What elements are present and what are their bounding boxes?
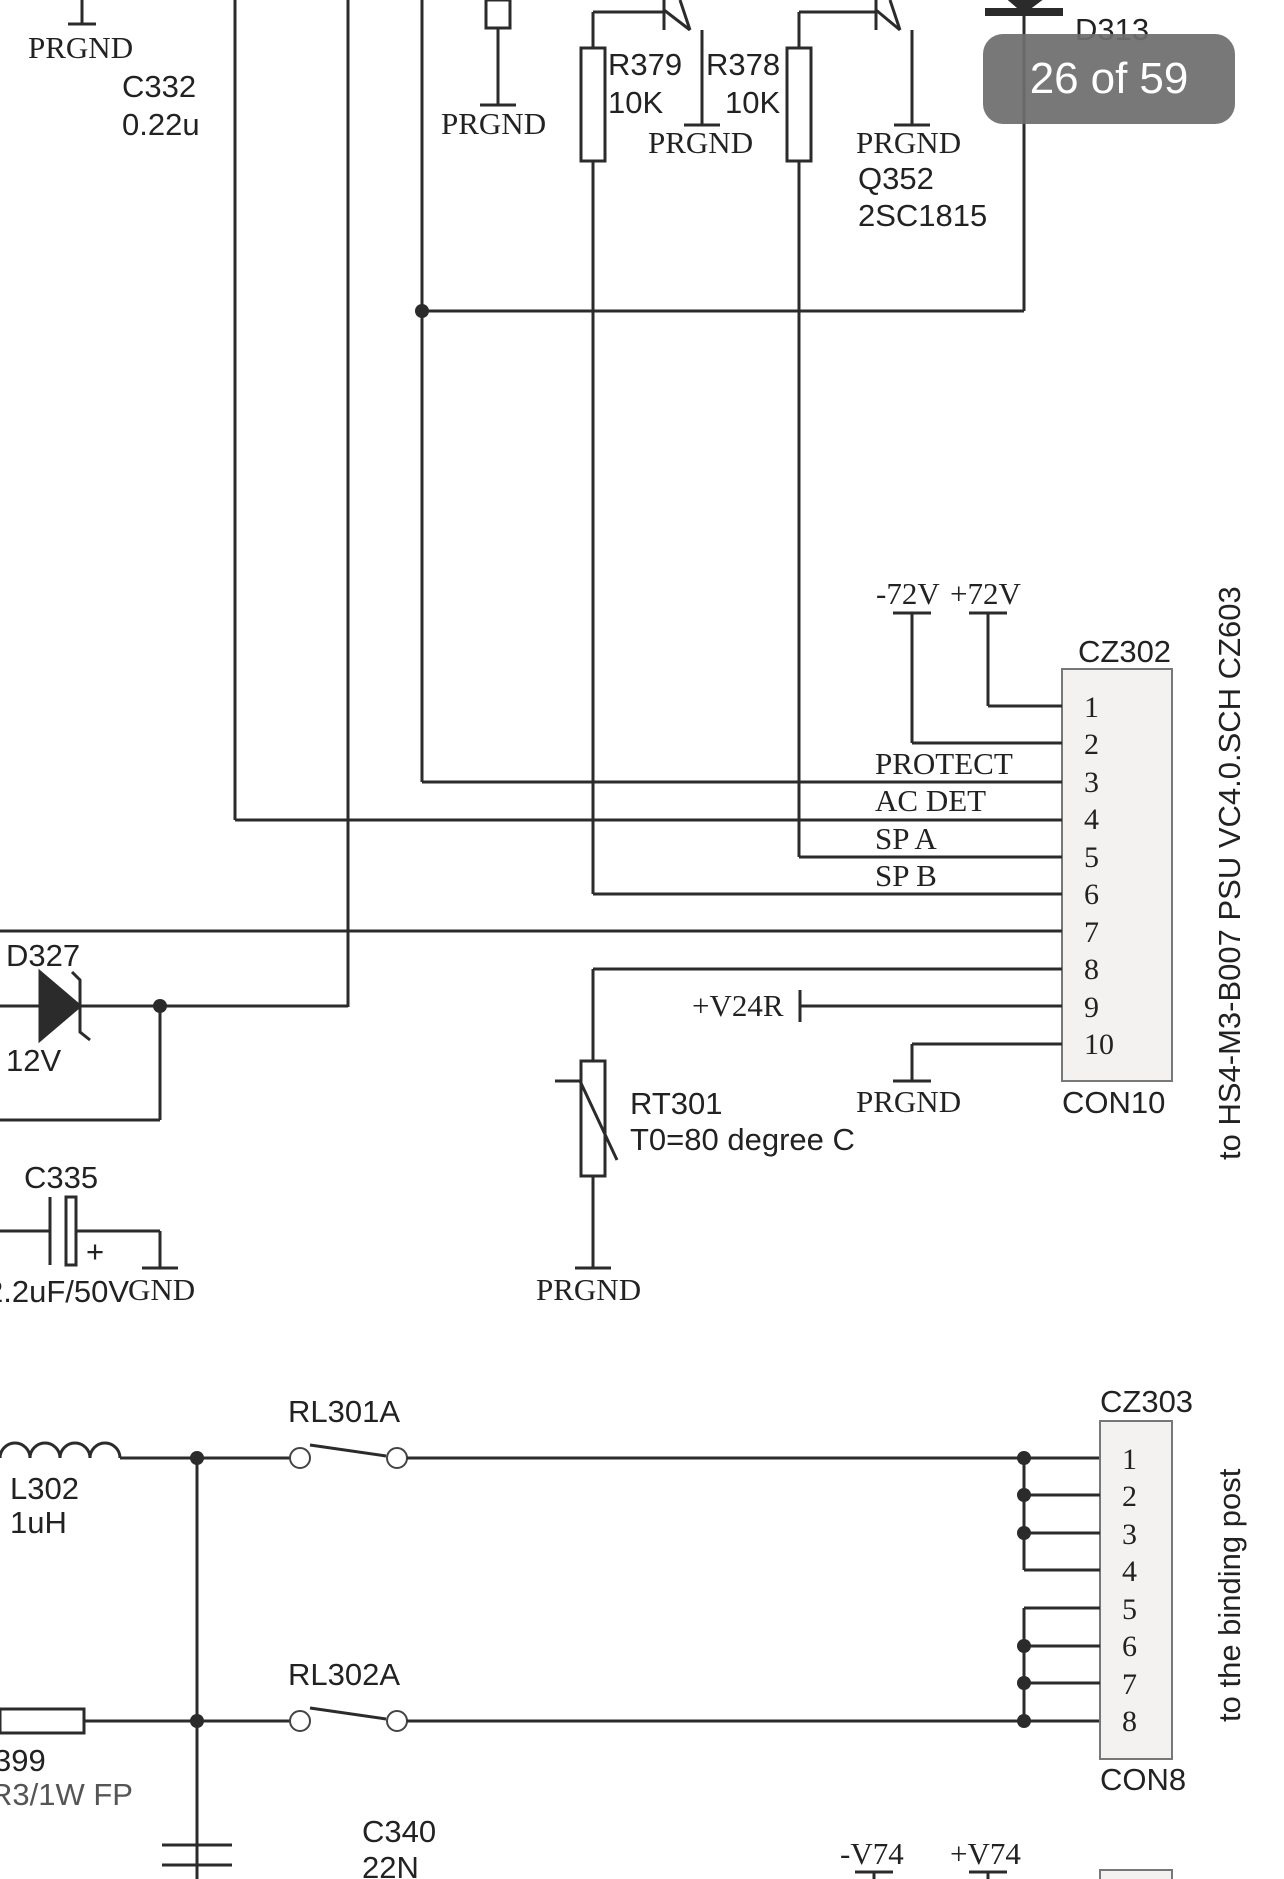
cz302-pin: 5: [1084, 841, 1099, 874]
r379-ref: R379: [608, 47, 682, 82]
connector-bottom: [1099, 1869, 1173, 1879]
page-indicator-badge: 26 of 59: [983, 34, 1235, 124]
rt301-ref: RT301: [630, 1086, 723, 1121]
cz303-pin: 3: [1122, 1518, 1137, 1551]
cz303-pin: 2: [1122, 1480, 1137, 1513]
junction-dot: [1017, 1714, 1031, 1728]
signal-ac-det: AC DET: [875, 783, 986, 818]
cz302-pin: 3: [1084, 766, 1099, 799]
cz302-pin: 8: [1084, 953, 1099, 986]
relay-contact: [386, 1447, 408, 1469]
q352-ref: Q352: [858, 161, 934, 196]
r378-ref: R378: [706, 47, 780, 82]
cz302-pin: 9: [1084, 991, 1099, 1024]
cz303-pin: 8: [1122, 1705, 1137, 1738]
transistor-q352-collector: [875, 8, 901, 32]
signal-sp-a: SP A: [875, 821, 937, 856]
cz302-type: CON10: [1062, 1085, 1165, 1120]
r399-value: R3/1W FP: [0, 1777, 133, 1812]
transistor-q352-emitter: [888, 0, 902, 31]
cz303-destination-note: to the binding post: [1212, 1468, 1247, 1722]
page-of: of: [1090, 54, 1128, 103]
relay-switch-rl302a: [309, 1706, 387, 1721]
minus-v74-label: -V74: [840, 1836, 904, 1871]
cz303-pin: 4: [1122, 1555, 1137, 1588]
thermistor-slash: [578, 1080, 619, 1161]
transistor-collector: [663, 8, 691, 32]
diode-d313-body: [1007, 0, 1043, 14]
page-total: 59: [1139, 54, 1189, 103]
cz303-pin: 6: [1122, 1630, 1137, 1663]
transistor-emitter: [678, 0, 692, 31]
cz303-pin: 5: [1122, 1593, 1137, 1626]
relay-switch-rl301a: [309, 1443, 387, 1458]
prgnd-label: PRGND: [856, 125, 961, 160]
prgnd-label: PRGND: [648, 125, 753, 160]
rl302a-ref: RL302A: [288, 1657, 400, 1692]
relay-contact: [386, 1710, 408, 1732]
cz302-pin: 10: [1084, 1028, 1114, 1061]
cz302-destination-note: to HS4-M3-B007 PSU VC4.0.SCH CZ603: [1212, 586, 1247, 1160]
cz303-ref: CZ303: [1100, 1384, 1193, 1419]
resistor-r378: [785, 46, 813, 163]
cz303-pin: 7: [1122, 1668, 1137, 1701]
resistor-r399: [0, 1707, 86, 1735]
signal-protect: PROTECT: [875, 746, 1013, 781]
cz302-ref: CZ302: [1078, 634, 1171, 669]
c332-value: 0.22u: [122, 107, 200, 142]
prgnd-label: PRGND: [536, 1272, 641, 1307]
cz303-type: CON8: [1100, 1762, 1186, 1797]
resistor-r379: [579, 46, 607, 163]
junction-dot: [190, 1714, 204, 1728]
cz302-pin: 2: [1084, 728, 1099, 761]
junction-dot: [1017, 1676, 1031, 1690]
d327-ref: D327: [6, 938, 80, 973]
c332-ref: C332: [122, 69, 196, 104]
rt301-value: T0=80 degree C: [630, 1122, 855, 1157]
c340-value: 22N: [362, 1850, 419, 1879]
cz302-pin: 6: [1084, 878, 1099, 911]
prgnd-label: PRGND: [856, 1084, 961, 1119]
connector-cz302: [1061, 668, 1173, 1082]
relay-contact: [289, 1710, 311, 1732]
zener-d327-body: [38, 968, 83, 1044]
gnd-label: GND: [128, 1272, 195, 1307]
prgnd-label: PRGND: [28, 30, 133, 65]
c340-ref: C340: [362, 1814, 436, 1849]
junction-dot: [1017, 1639, 1031, 1653]
relay-contact: [289, 1447, 311, 1469]
minus-72v-label: -72V: [876, 576, 940, 611]
plus-sign: +: [86, 1234, 104, 1269]
junction-dot: [1017, 1526, 1031, 1540]
plus-v74-label: +V74: [950, 1836, 1021, 1871]
cz303-pin: 1: [1122, 1443, 1137, 1476]
cz302-pin: 7: [1084, 916, 1099, 949]
cz302-pin: 1: [1084, 691, 1099, 724]
junction-dot: [1017, 1488, 1031, 1502]
junction-dot: [1017, 1451, 1031, 1465]
l302-ref: L302: [10, 1471, 79, 1506]
l302-value: 1uH: [10, 1505, 67, 1540]
c335-value: 2.2uF/50V: [0, 1274, 129, 1309]
connector-cz303: [1099, 1420, 1173, 1760]
d327-value: 12V: [6, 1043, 61, 1078]
capacitor-c335: [64, 1195, 78, 1267]
page-current: 26: [1029, 54, 1079, 103]
inductor-l302: [0, 1441, 122, 1459]
r379-value: 10K: [608, 85, 663, 120]
r378-value: 10K: [725, 85, 780, 120]
resistor-top: [484, 0, 512, 30]
thermistor-rt301: [579, 1059, 607, 1178]
rl301a-ref: RL301A: [288, 1394, 400, 1429]
v24r-label: +V24R: [692, 988, 784, 1023]
prgnd-label: PRGND: [441, 106, 546, 141]
signal-sp-b: SP B: [875, 858, 937, 893]
q352-value: 2SC1815: [858, 198, 987, 233]
r399-ref: 399: [0, 1743, 46, 1778]
c335-ref: C335: [24, 1160, 98, 1195]
plus-72v-label: +72V: [950, 576, 1021, 611]
cz302-pin: 4: [1084, 803, 1099, 836]
